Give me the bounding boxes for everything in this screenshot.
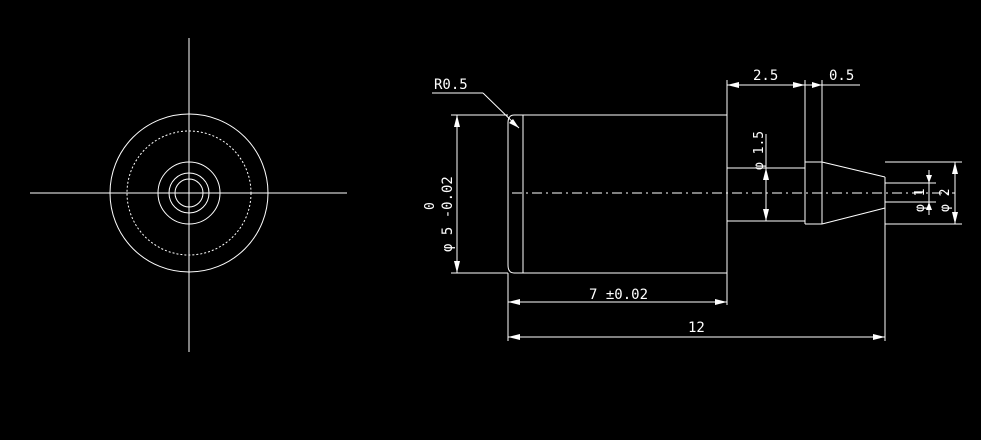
inner-circle-small — [174, 178, 204, 208]
dim-dia-1-5-arrow-bottom — [763, 209, 769, 221]
dim-dia-1-5-arrow-top — [763, 168, 769, 180]
dim-dia-5-arrow-top — [454, 115, 460, 127]
end-view — [30, 38, 347, 352]
dim-dia-1-arrow-top — [926, 175, 932, 183]
dim-7-arrow-left — [508, 299, 520, 305]
r05-label: R0.5 — [434, 77, 468, 93]
dim-dia-2-label: φ 2 — [938, 189, 953, 212]
main-body-outline — [523, 114, 728, 274]
r05-arrow — [509, 119, 519, 128]
inner-circle-medium — [168, 172, 210, 214]
dim-2-5-label: 2.5 — [753, 68, 778, 84]
dim-12-arrow-right — [873, 334, 885, 340]
dim-12-label: 12 — [688, 320, 705, 336]
dim-12-arrow-left — [508, 334, 520, 340]
inner-circle-large — [157, 161, 221, 225]
dim-dia-5-upper-tolerance: 0 — [423, 202, 438, 210]
dim-0-5-label: 0.5 — [829, 68, 854, 84]
outer-circle — [109, 113, 269, 273]
dim-0-5-arrow — [812, 82, 822, 88]
dim-dia-5-label: φ 5 -0.02 — [440, 176, 456, 252]
dim-dia-2-arrow-top — [952, 162, 958, 174]
dim-dia-1-arrow-bottom — [926, 202, 932, 210]
dim-dia-1-label: φ 1 — [913, 189, 928, 212]
side-view — [507, 114, 955, 274]
dim-dia-2-arrow-bottom — [952, 212, 958, 224]
dim-7-label: 7 ±0.02 — [589, 287, 648, 303]
chamfer-outline — [507, 114, 523, 274]
dim-2-5-arrow-left — [727, 82, 739, 88]
dimensions: R0.5 2.5 0.5 φ 1.5 φ 5 -0.02 0 7 ±0.02 — [423, 68, 962, 341]
tip-taper-bottom — [821, 207, 886, 225]
dim-2-5-arrow-right — [793, 82, 805, 88]
dim-dia-1-5-label: φ 1.5 — [752, 131, 767, 170]
dim-dia-5-arrow-bottom — [454, 261, 460, 273]
tip-taper-top — [821, 161, 886, 178]
hidden-circle — [126, 130, 252, 256]
dim-7-arrow-right — [715, 299, 727, 305]
